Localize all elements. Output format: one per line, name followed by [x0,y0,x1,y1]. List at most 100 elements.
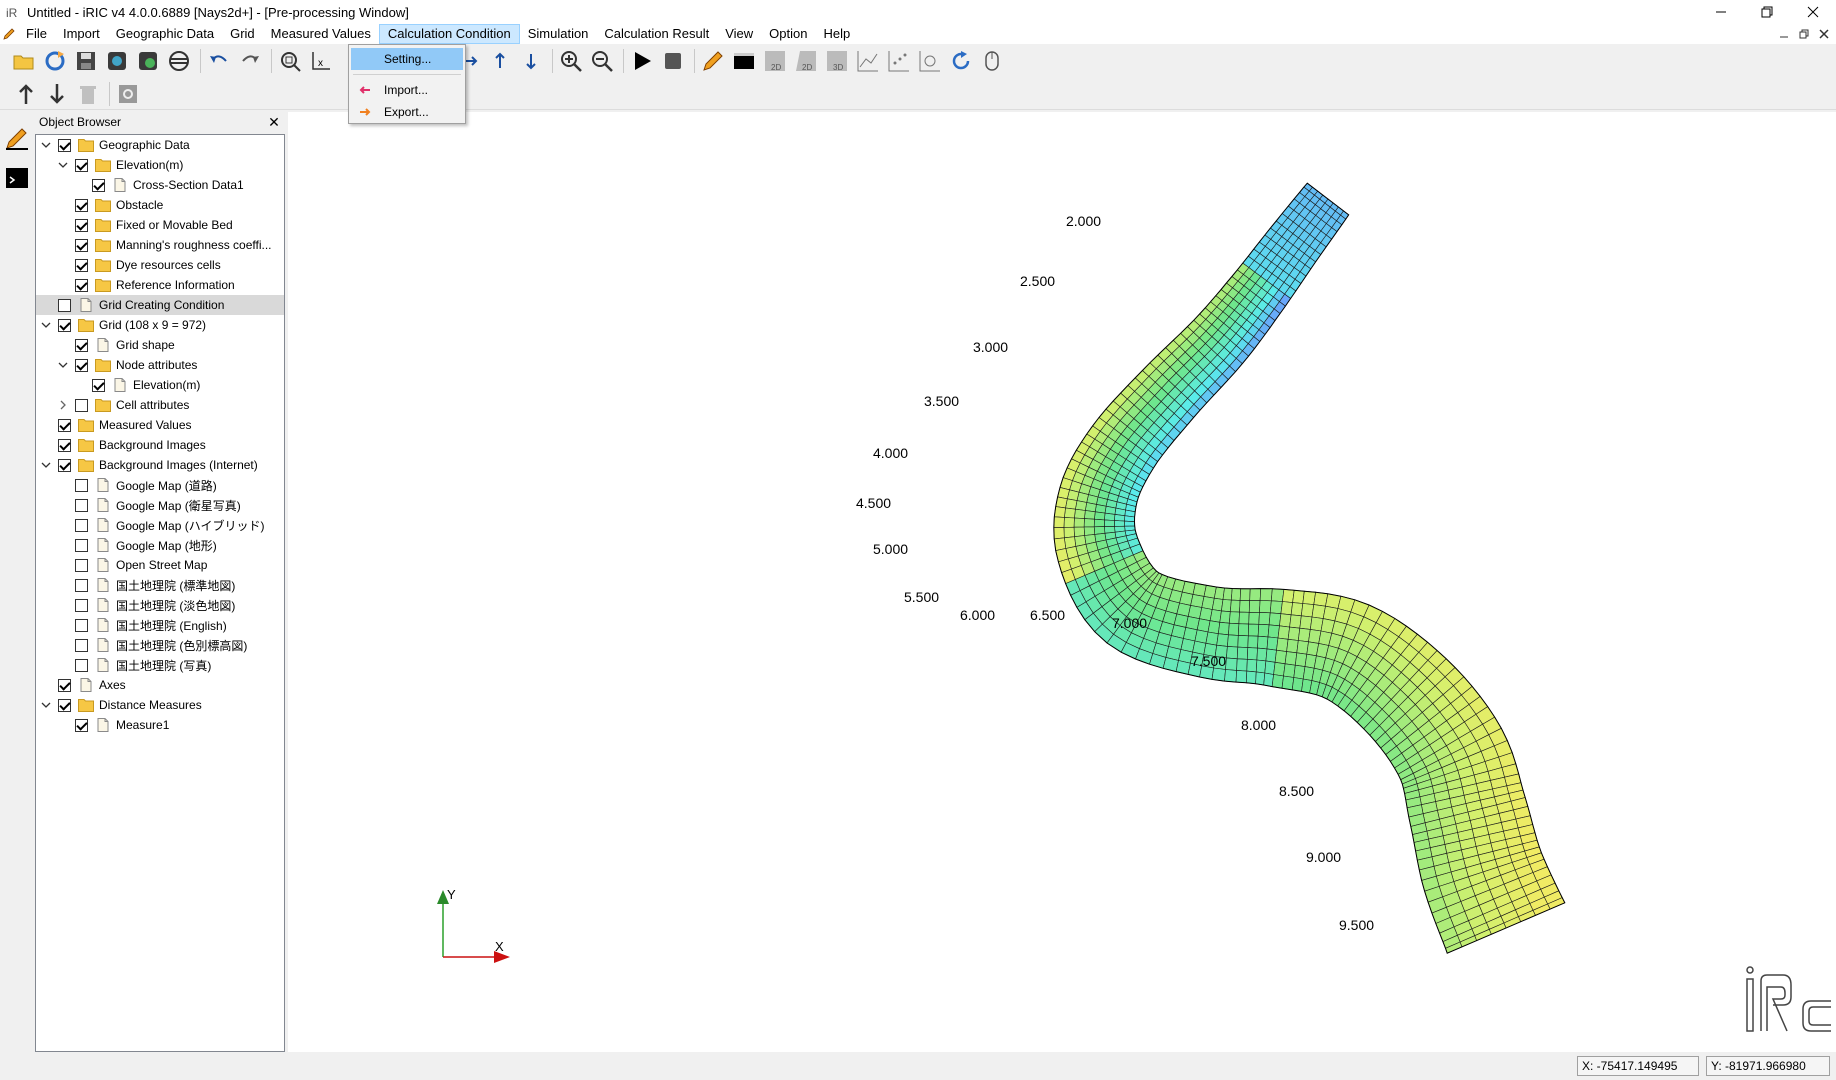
tree-item[interactable]: Measure1 [36,715,284,735]
tree-item[interactable]: 国土地理院 (淡色地図) [36,595,284,615]
tree-item[interactable]: Distance Measures [36,695,284,715]
tree-item[interactable]: Measured Values [36,415,284,435]
reload-button[interactable] [41,47,69,75]
mdi-close-button[interactable] [1816,27,1832,41]
visibility-checkbox[interactable] [75,578,88,592]
menu-import-condition[interactable]: Import... [351,79,463,101]
tree-item[interactable]: Grid shape [36,335,284,355]
close-button[interactable] [1790,0,1836,24]
menu-setting[interactable]: Setting... [351,48,463,70]
document-menu-icon[interactable] [0,24,18,44]
post2d-bird-button[interactable]: 2D [792,47,820,75]
mdi-restore-button[interactable] [1796,27,1812,41]
tree-item[interactable]: Background Images [36,435,284,455]
zoom-in-button[interactable] [557,47,585,75]
collapse-arrow-icon[interactable] [40,319,52,331]
menu-view[interactable]: View [725,26,754,41]
tree-item[interactable]: Open Street Map [36,555,284,575]
visibility-checkbox[interactable] [75,238,88,252]
visibility-checkbox[interactable] [75,358,88,372]
visibility-checkbox[interactable] [58,138,71,152]
expand-arrow-icon[interactable] [57,399,69,411]
tree-item[interactable]: 国土地理院 (色別標高図) [36,635,284,655]
collapse-arrow-icon[interactable] [40,459,52,471]
visibility-checkbox[interactable] [75,198,88,212]
continuous-snapshot-button[interactable] [134,47,162,75]
menu-help[interactable]: Help [823,26,851,41]
visibility-checkbox[interactable] [75,598,88,612]
verification-button[interactable] [916,47,944,75]
object-browser-close-button[interactable]: ✕ [268,113,280,130]
post2d-button[interactable]: 2D [761,47,789,75]
fit-button[interactable] [276,47,304,75]
visibility-checkbox[interactable] [58,678,71,692]
tree-item[interactable]: Google Map (ハイブリッド) [36,515,284,535]
visibility-checkbox[interactable] [58,318,71,332]
property-button[interactable] [114,80,142,108]
menu-export-condition[interactable]: Export... [351,101,463,123]
menu-option[interactable]: Option [769,26,808,41]
move-item-up-button[interactable] [12,80,40,108]
tree-item[interactable]: Google Map (道路) [36,475,284,495]
visibility-checkbox[interactable] [75,718,88,732]
tree-item[interactable]: Elevation(m) [36,155,284,175]
tree-item[interactable]: Cross-Section Data1 [36,175,284,195]
visibility-checkbox[interactable] [58,458,71,472]
move-up-button[interactable] [486,47,514,75]
visibility-checkbox[interactable] [75,558,88,572]
delete-item-button[interactable] [74,80,102,108]
mouse-help-button[interactable] [978,47,1006,75]
post3d-button[interactable]: 3D [823,47,851,75]
scatter-button[interactable] [885,47,913,75]
visibility-checkbox[interactable] [75,218,88,232]
tree-item[interactable]: Background Images (Internet) [36,455,284,475]
tree-item[interactable]: Dye resources cells [36,255,284,275]
tree-item[interactable]: Cell attributes [36,395,284,415]
open-button[interactable] [10,47,38,75]
visibility-checkbox[interactable] [75,498,88,512]
stop-button[interactable] [659,47,687,75]
menu-geographic-data[interactable]: Geographic Data [115,26,215,41]
visibility-checkbox[interactable] [92,378,105,392]
visibility-checkbox[interactable] [58,418,71,432]
tree-item[interactable]: 国土地理院 (写真) [36,655,284,675]
save-button[interactable] [72,47,100,75]
tree-item[interactable]: Google Map (地形) [36,535,284,555]
menu-calculation-condition[interactable]: Calculation Condition [378,24,520,44]
tree-item[interactable]: Grid (108 x 9 = 972) [36,315,284,335]
move-item-down-button[interactable] [43,80,71,108]
pre-processing-tool-button[interactable] [3,124,31,152]
visibility-checkbox[interactable] [92,178,105,192]
tree-item[interactable]: Grid Creating Condition [36,295,284,315]
tree-item[interactable]: Axes [36,675,284,695]
tree-item[interactable]: Geographic Data [36,135,284,155]
visibility-checkbox[interactable] [75,538,88,552]
pre-processor-button[interactable] [699,47,727,75]
refresh-button[interactable] [947,47,975,75]
tree-item[interactable]: Elevation(m) [36,375,284,395]
tree-item[interactable]: Google Map (衛星写真) [36,495,284,515]
visibility-checkbox[interactable] [75,638,88,652]
undo-button[interactable] [205,47,233,75]
collapse-arrow-icon[interactable] [57,159,69,171]
snapshot-button[interactable] [103,47,131,75]
collapse-arrow-icon[interactable] [40,139,52,151]
mdi-minimize-button[interactable] [1776,27,1792,41]
tree-item[interactable]: Fixed or Movable Bed [36,215,284,235]
tree-item[interactable]: 国土地理院 (English) [36,615,284,635]
zoom-out-button[interactable] [588,47,616,75]
visibility-checkbox[interactable] [75,278,88,292]
tree-item[interactable]: Reference Information [36,275,284,295]
visibility-checkbox[interactable] [75,478,88,492]
visibility-checkbox[interactable] [75,338,88,352]
visibility-checkbox[interactable] [75,618,88,632]
google-earth-button[interactable] [165,47,193,75]
visibility-checkbox[interactable] [58,298,71,312]
tree-item[interactable]: Obstacle [36,195,284,215]
solver-console-tool-button[interactable] [3,164,31,192]
redo-button[interactable] [236,47,264,75]
run-button[interactable] [628,47,656,75]
graph-button[interactable] [854,47,882,75]
visibility-checkbox[interactable] [75,158,88,172]
visibility-checkbox[interactable] [75,258,88,272]
